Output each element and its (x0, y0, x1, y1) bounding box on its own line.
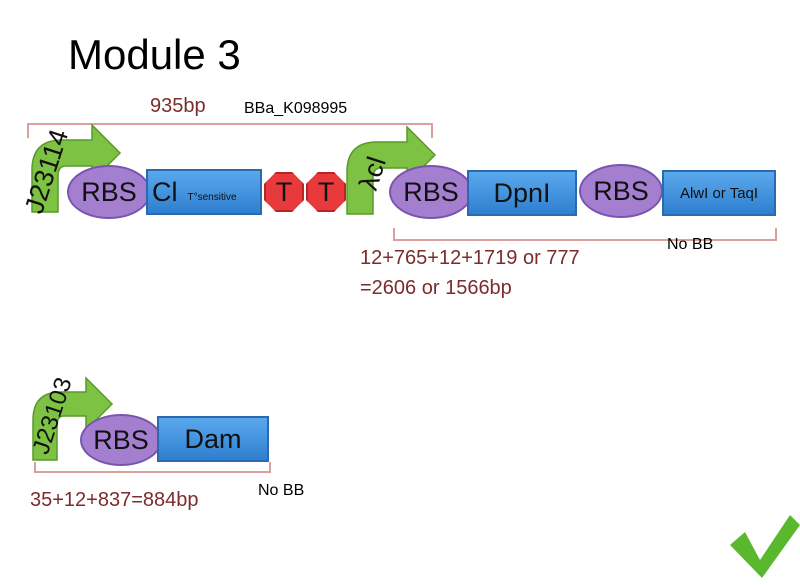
no-bb-label-top: No BB (667, 236, 714, 253)
rbs-bottom: RBS (80, 414, 162, 466)
terminator-1: T (264, 172, 304, 212)
alwi-taqi-gene-label: AlwI or TaqI (679, 184, 759, 202)
rbs-2-label: RBS (403, 176, 459, 207)
rbs-1-label: RBS (81, 176, 137, 207)
bottom-calc: 35+12+837=884bp (30, 489, 199, 511)
rbs-3-label: RBS (593, 175, 649, 206)
dpni-gene-label: DpnI (493, 177, 551, 208)
no-bb-label-bottom: No BB (258, 482, 305, 499)
rbs-bottom-label: RBS (93, 424, 149, 455)
dam-gene-label: Dam (184, 423, 242, 454)
top-length-label: 935bp (150, 95, 206, 117)
bottom-module-bracket (34, 462, 271, 473)
top-length-bracket (27, 123, 433, 138)
ci-gene-box: Cl T°sensitive (146, 169, 262, 215)
terminator-2: T (306, 172, 346, 212)
biobrick-id-label: BBa_K098995 (244, 100, 348, 117)
ci-temp-sensitive-label: T°sensitive (187, 191, 237, 203)
rbs-1: RBS (67, 165, 151, 219)
top-calc-line-1: 12+765+12+1719 or 777 (360, 247, 580, 269)
terminator-1-label: T (275, 176, 293, 207)
rbs-3: RBS (579, 164, 663, 218)
module-title: Module 3 (68, 31, 241, 78)
alwi-taqi-gene-box: AlwI or TaqI (662, 170, 776, 216)
dam-gene-box: Dam (157, 416, 269, 462)
terminator-2-label: T (317, 176, 335, 207)
right-cassette-bracket (393, 228, 777, 241)
check-mark-icon (730, 515, 800, 578)
dpni-gene-box: DpnI (467, 170, 577, 216)
ci-gene-label: Cl (152, 176, 178, 207)
rbs-2: RBS (389, 165, 473, 219)
top-calc-line-2: =2606 or 1566bp (360, 277, 512, 299)
